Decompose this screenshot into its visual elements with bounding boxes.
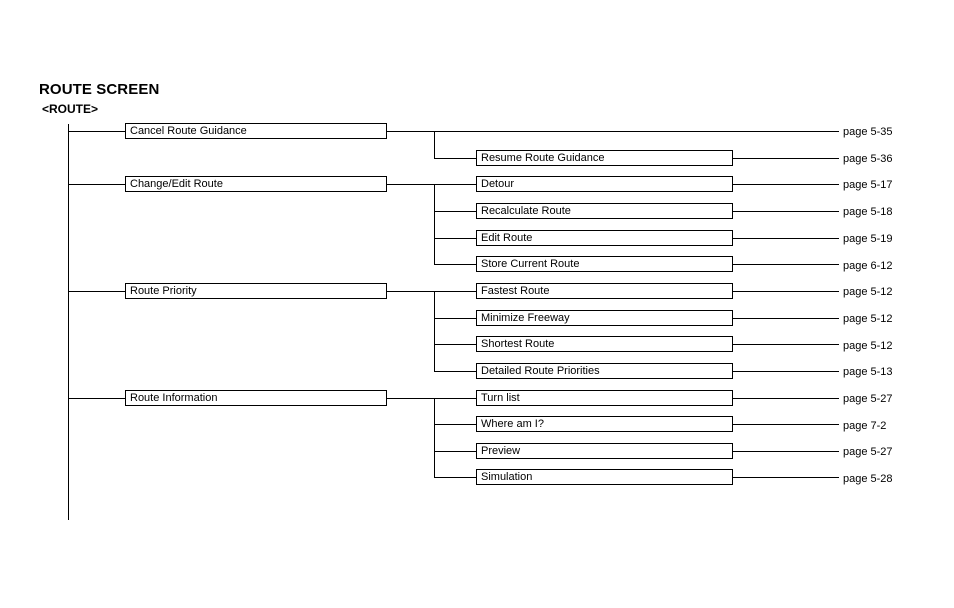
connector-line xyxy=(733,211,839,212)
menu-item-change-edit-route[interactable]: Change/Edit Route xyxy=(125,176,387,192)
section-subtitle: <ROUTE> xyxy=(42,102,99,116)
connector-line xyxy=(434,477,476,478)
connector-line xyxy=(434,398,435,478)
connector-line xyxy=(733,158,839,159)
menu-item-edit-route[interactable]: Edit Route xyxy=(476,230,733,246)
connector-line xyxy=(733,371,839,372)
menu-item-preview[interactable]: Preview xyxy=(476,443,733,459)
connector-line xyxy=(733,238,839,239)
menu-item-store-current-route[interactable]: Store Current Route xyxy=(476,256,733,272)
menu-item-detailed-route-priorities[interactable]: Detailed Route Priorities xyxy=(476,363,733,379)
connector-line xyxy=(387,131,839,132)
page-reference: page 7-2 xyxy=(843,420,887,432)
connector-line xyxy=(733,184,839,185)
connector-line xyxy=(434,451,476,452)
menu-item-shortest-route[interactable]: Shortest Route xyxy=(476,336,733,352)
menu-item-simulation[interactable]: Simulation xyxy=(476,469,733,485)
connector-line xyxy=(434,131,435,159)
page-reference: page 5-28 xyxy=(843,473,893,485)
connector-line xyxy=(733,398,839,399)
tree-trunk-line xyxy=(68,124,69,520)
page-reference: page 5-12 xyxy=(843,340,893,352)
connector-line xyxy=(68,131,125,132)
menu-item-detour[interactable]: Detour xyxy=(476,176,733,192)
connector-line xyxy=(434,238,476,239)
connector-line xyxy=(387,398,476,399)
connector-line xyxy=(733,344,839,345)
connector-line xyxy=(68,184,125,185)
menu-item-minimize-freeway[interactable]: Minimize Freeway xyxy=(476,310,733,326)
menu-item-where-am-i[interactable]: Where am I? xyxy=(476,416,733,432)
connector-line xyxy=(733,318,839,319)
connector-line xyxy=(434,184,435,265)
connector-line xyxy=(733,264,839,265)
connector-line xyxy=(733,451,839,452)
menu-item-turn-list[interactable]: Turn list xyxy=(476,390,733,406)
connector-line xyxy=(434,158,476,159)
connector-line xyxy=(733,424,839,425)
connector-line xyxy=(68,291,125,292)
page-reference: page 5-18 xyxy=(843,206,893,218)
connector-line xyxy=(434,318,476,319)
page-reference: page 5-12 xyxy=(843,286,893,298)
menu-item-resume-route-guidance[interactable]: Resume Route Guidance xyxy=(476,150,733,166)
page-reference: page 5-27 xyxy=(843,393,893,405)
connector-line xyxy=(387,291,476,292)
page-reference: page 5-17 xyxy=(843,179,893,191)
menu-item-route-priority[interactable]: Route Priority xyxy=(125,283,387,299)
connector-line xyxy=(434,424,476,425)
page-title: ROUTE SCREEN xyxy=(39,81,160,98)
connector-line xyxy=(387,184,476,185)
page-reference: page 5-27 xyxy=(843,446,893,458)
connector-line xyxy=(733,291,839,292)
page-reference: page 5-12 xyxy=(843,313,893,325)
menu-item-recalculate-route[interactable]: Recalculate Route xyxy=(476,203,733,219)
menu-item-fastest-route[interactable]: Fastest Route xyxy=(476,283,733,299)
connector-line xyxy=(434,291,435,371)
page-reference: page 5-19 xyxy=(843,233,893,245)
connector-line xyxy=(434,211,476,212)
menu-item-cancel-route-guidance[interactable]: Cancel Route Guidance xyxy=(125,123,387,139)
connector-line xyxy=(434,264,476,265)
page-reference: page 6-12 xyxy=(843,260,893,272)
connector-line xyxy=(434,344,476,345)
page-reference: page 5-35 xyxy=(843,126,893,138)
menu-item-route-information[interactable]: Route Information xyxy=(125,390,387,406)
page-reference: page 5-36 xyxy=(843,153,893,165)
connector-line xyxy=(733,477,839,478)
connector-line xyxy=(434,371,476,372)
connector-line xyxy=(68,398,125,399)
page-reference: page 5-13 xyxy=(843,366,893,378)
